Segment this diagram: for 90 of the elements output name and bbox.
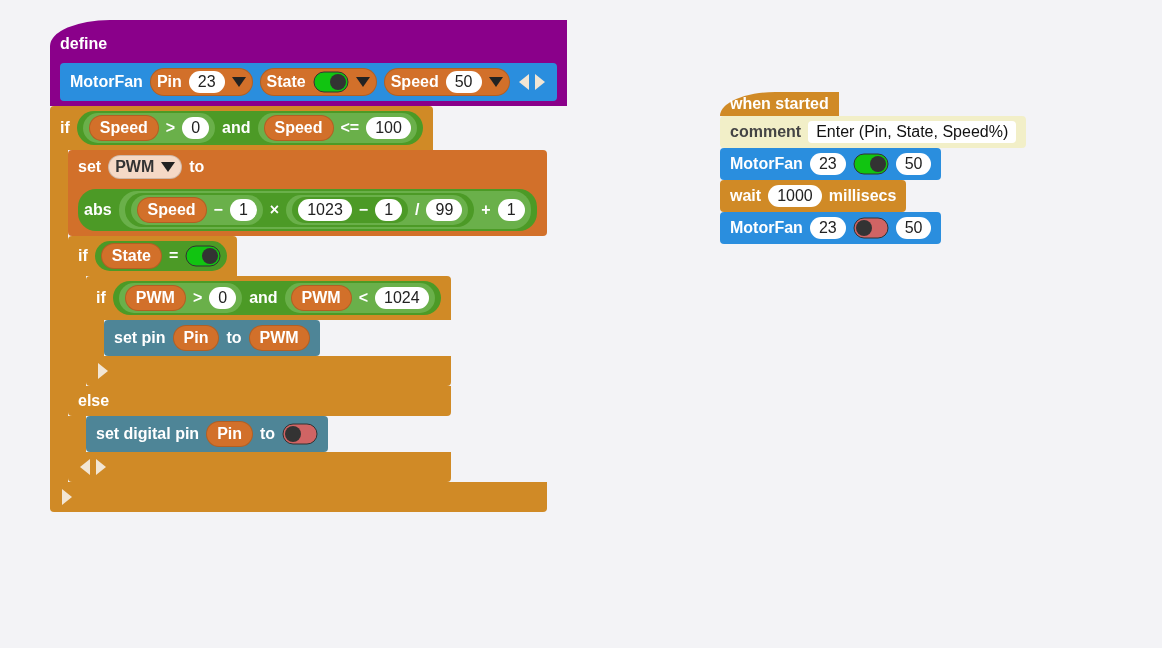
block-keyword: if [96, 289, 106, 307]
control-block [50, 106, 547, 512]
number-field: 50 [895, 217, 932, 239]
event-hat-block: when started [720, 92, 839, 116]
pin-block [86, 416, 329, 452]
block-keyword: else [78, 392, 110, 410]
block-keyword: Speed [390, 73, 439, 91]
block-keyword: wait [730, 187, 762, 205]
operator-block [94, 241, 228, 271]
operator-block [130, 195, 263, 225]
number-field: 1023 [298, 199, 352, 221]
variable-pill: Speed [263, 115, 334, 141]
operator-block [78, 189, 537, 231]
variable-pill: Pin [172, 325, 220, 351]
comment-block [720, 116, 1027, 148]
control-block [720, 180, 907, 212]
number-field: 23 [188, 71, 225, 93]
operator-block [118, 283, 243, 313]
variable-pill: PWM [124, 285, 186, 311]
variable-pill: PWM [248, 325, 310, 351]
number-field: 50 [895, 153, 932, 175]
parameter-pill [149, 68, 253, 96]
procedure-block [720, 212, 942, 244]
block-keyword: PWM [115, 158, 155, 176]
number-field: 0 [209, 287, 237, 309]
number-field: 23 [809, 153, 846, 175]
number-field: 23 [809, 217, 846, 239]
control-block [86, 276, 451, 386]
operator-block [286, 195, 469, 225]
block-keyword: MotorFan [730, 219, 803, 237]
parameter-pill [259, 68, 377, 96]
block-keyword: to [226, 329, 242, 347]
block-keyword: to [189, 158, 205, 176]
number-field: 1000 [768, 185, 822, 207]
block-keyword: > [192, 289, 203, 307]
operator-block [118, 191, 531, 229]
number-field: 1024 [375, 287, 429, 309]
variable-pill: Speed [136, 197, 207, 223]
set-variable-block [68, 150, 547, 236]
block-keyword: < [358, 289, 369, 307]
operator-block [257, 113, 417, 143]
operator-block [292, 197, 409, 223]
variable-pill: State [100, 243, 162, 269]
block-keyword: and [222, 119, 251, 137]
parameter-pill [383, 68, 510, 96]
operator-block [124, 193, 475, 227]
variable-dropdown [108, 155, 183, 179]
pin-block [104, 320, 320, 356]
block-keyword: MotorFan [70, 73, 143, 91]
block-keyword: MotorFan [730, 155, 803, 173]
block-keyword: > [165, 119, 176, 137]
number-field: 1 [229, 199, 257, 221]
define-hat-block [50, 20, 567, 106]
variable-pill: PWM [290, 285, 352, 311]
block-keyword: − [358, 201, 369, 219]
procedure-block [720, 148, 942, 180]
comment-field: Enter (Pin, State, Speed%) [808, 121, 1017, 143]
block-keyword: / [415, 201, 420, 219]
number-field: 1 [375, 199, 403, 221]
block-keyword: set digital pin [96, 425, 200, 443]
number-field: 1 [497, 199, 525, 221]
number-field: 50 [445, 71, 482, 93]
operator-block [112, 281, 441, 315]
block-keyword: define [60, 35, 108, 53]
number-field: 0 [182, 117, 210, 139]
block-keyword: + [481, 201, 491, 219]
block-keyword: × [269, 201, 280, 219]
block-keyword: Pin [156, 73, 182, 91]
number-field: 100 [366, 117, 411, 139]
block-keyword: if [60, 119, 70, 137]
variable-pill: Speed [88, 115, 159, 141]
block-keyword: to [260, 425, 276, 443]
procedure-block [60, 63, 557, 101]
block-keyword: if [78, 247, 88, 265]
block-keyword: comment [730, 123, 802, 141]
block-keyword: set [78, 158, 102, 176]
block-keyword: millisecs [828, 187, 897, 205]
number-field: 99 [426, 199, 463, 221]
block-keyword: and [249, 289, 278, 307]
block-keyword: State [266, 73, 306, 91]
operator-block [284, 283, 435, 313]
block-keyword: − [213, 201, 223, 219]
variable-pill: Pin [206, 421, 253, 447]
block-keyword: <= [340, 119, 360, 137]
operator-block [82, 113, 216, 143]
block-keyword: set pin [114, 329, 166, 347]
operator-block [76, 111, 423, 145]
block-keyword: abs [84, 201, 112, 219]
control-block [68, 236, 451, 482]
block-keyword: = [168, 247, 179, 265]
